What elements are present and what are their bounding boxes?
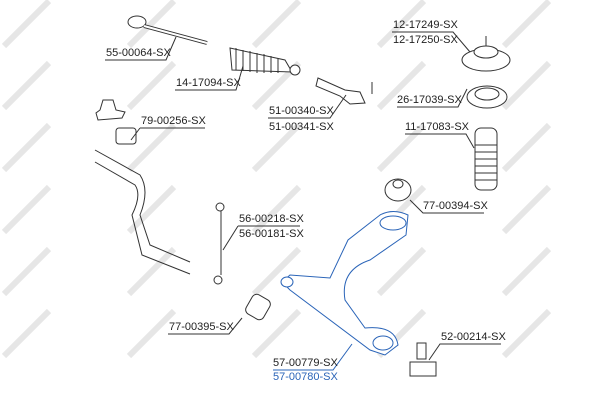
part-label: 26-17039-SX <box>397 94 462 106</box>
part-label: 12-17250-SX <box>393 34 458 46</box>
front-arm-bushing-drawing <box>245 293 271 321</box>
watermark-mark <box>1 122 52 173</box>
part-label: 79-00256-SX <box>141 115 206 127</box>
watermark-mark <box>1 60 52 111</box>
control-arm-drawing <box>281 211 409 356</box>
watermark-mark <box>501 122 552 173</box>
watermark-mark <box>251 122 302 173</box>
watermark-mark <box>376 246 427 297</box>
tie-rod-end-drawing <box>315 77 373 105</box>
watermark-mark <box>251 246 302 297</box>
part-label-highlighted: 57-00780-SX <box>273 371 338 383</box>
watermark-mark <box>251 0 302 49</box>
part-label: 14-17094-SX <box>176 77 241 89</box>
watermark-mark <box>126 184 177 235</box>
watermark-mark <box>501 0 552 49</box>
watermark-mark <box>126 246 177 297</box>
part-label: 56-00218-SX <box>239 213 304 225</box>
steering-boot-drawing <box>229 47 301 76</box>
watermark-mark <box>251 308 302 359</box>
part-label: 77-00395-SX <box>169 321 234 333</box>
watermark-mark <box>251 184 302 235</box>
strut-mount-drawing <box>461 36 511 72</box>
part-label: 12-17249-SX <box>393 19 458 31</box>
watermark-mark <box>126 0 177 49</box>
strut-bearing-drawing <box>466 85 508 109</box>
watermark-mark <box>376 122 427 173</box>
part-label: 52-00214-SX <box>441 331 506 343</box>
ball-joint-drawing <box>409 342 437 377</box>
watermark-mark <box>501 184 552 235</box>
watermark-mark <box>126 122 177 173</box>
watermark-mark <box>501 246 552 297</box>
watermark-mark <box>126 308 177 359</box>
part-label: 55-00064-SX <box>106 47 171 59</box>
part-label: 11-17083-SX <box>405 121 470 133</box>
watermark-mark <box>376 60 427 111</box>
watermark-mark <box>1 308 52 359</box>
stabilizer-link-drawing <box>213 202 225 285</box>
part-label: 51-00341-SX <box>269 121 334 133</box>
part-label: 51-00340-SX <box>269 105 334 117</box>
watermark-mark <box>126 60 177 111</box>
part-label: 57-00779-SX <box>273 357 338 369</box>
dust-boot-drawing <box>474 127 498 191</box>
watermark-mark <box>1 184 52 235</box>
watermark-mark <box>1 0 52 49</box>
watermark-mark <box>376 0 427 49</box>
rear-arm-bushing-drawing <box>384 178 412 202</box>
stabilizer-bar-drawing <box>94 149 191 275</box>
watermark-mark <box>501 60 552 111</box>
watermark-pattern <box>1 0 552 359</box>
inner-tie-rod-drawing <box>127 15 208 45</box>
watermark-mark <box>1 246 52 297</box>
leader-lines <box>105 31 501 371</box>
part-label: 77-00394-SX <box>423 200 488 212</box>
part-label: 56-00181-SX <box>239 228 304 240</box>
watermark-mark <box>501 308 552 359</box>
